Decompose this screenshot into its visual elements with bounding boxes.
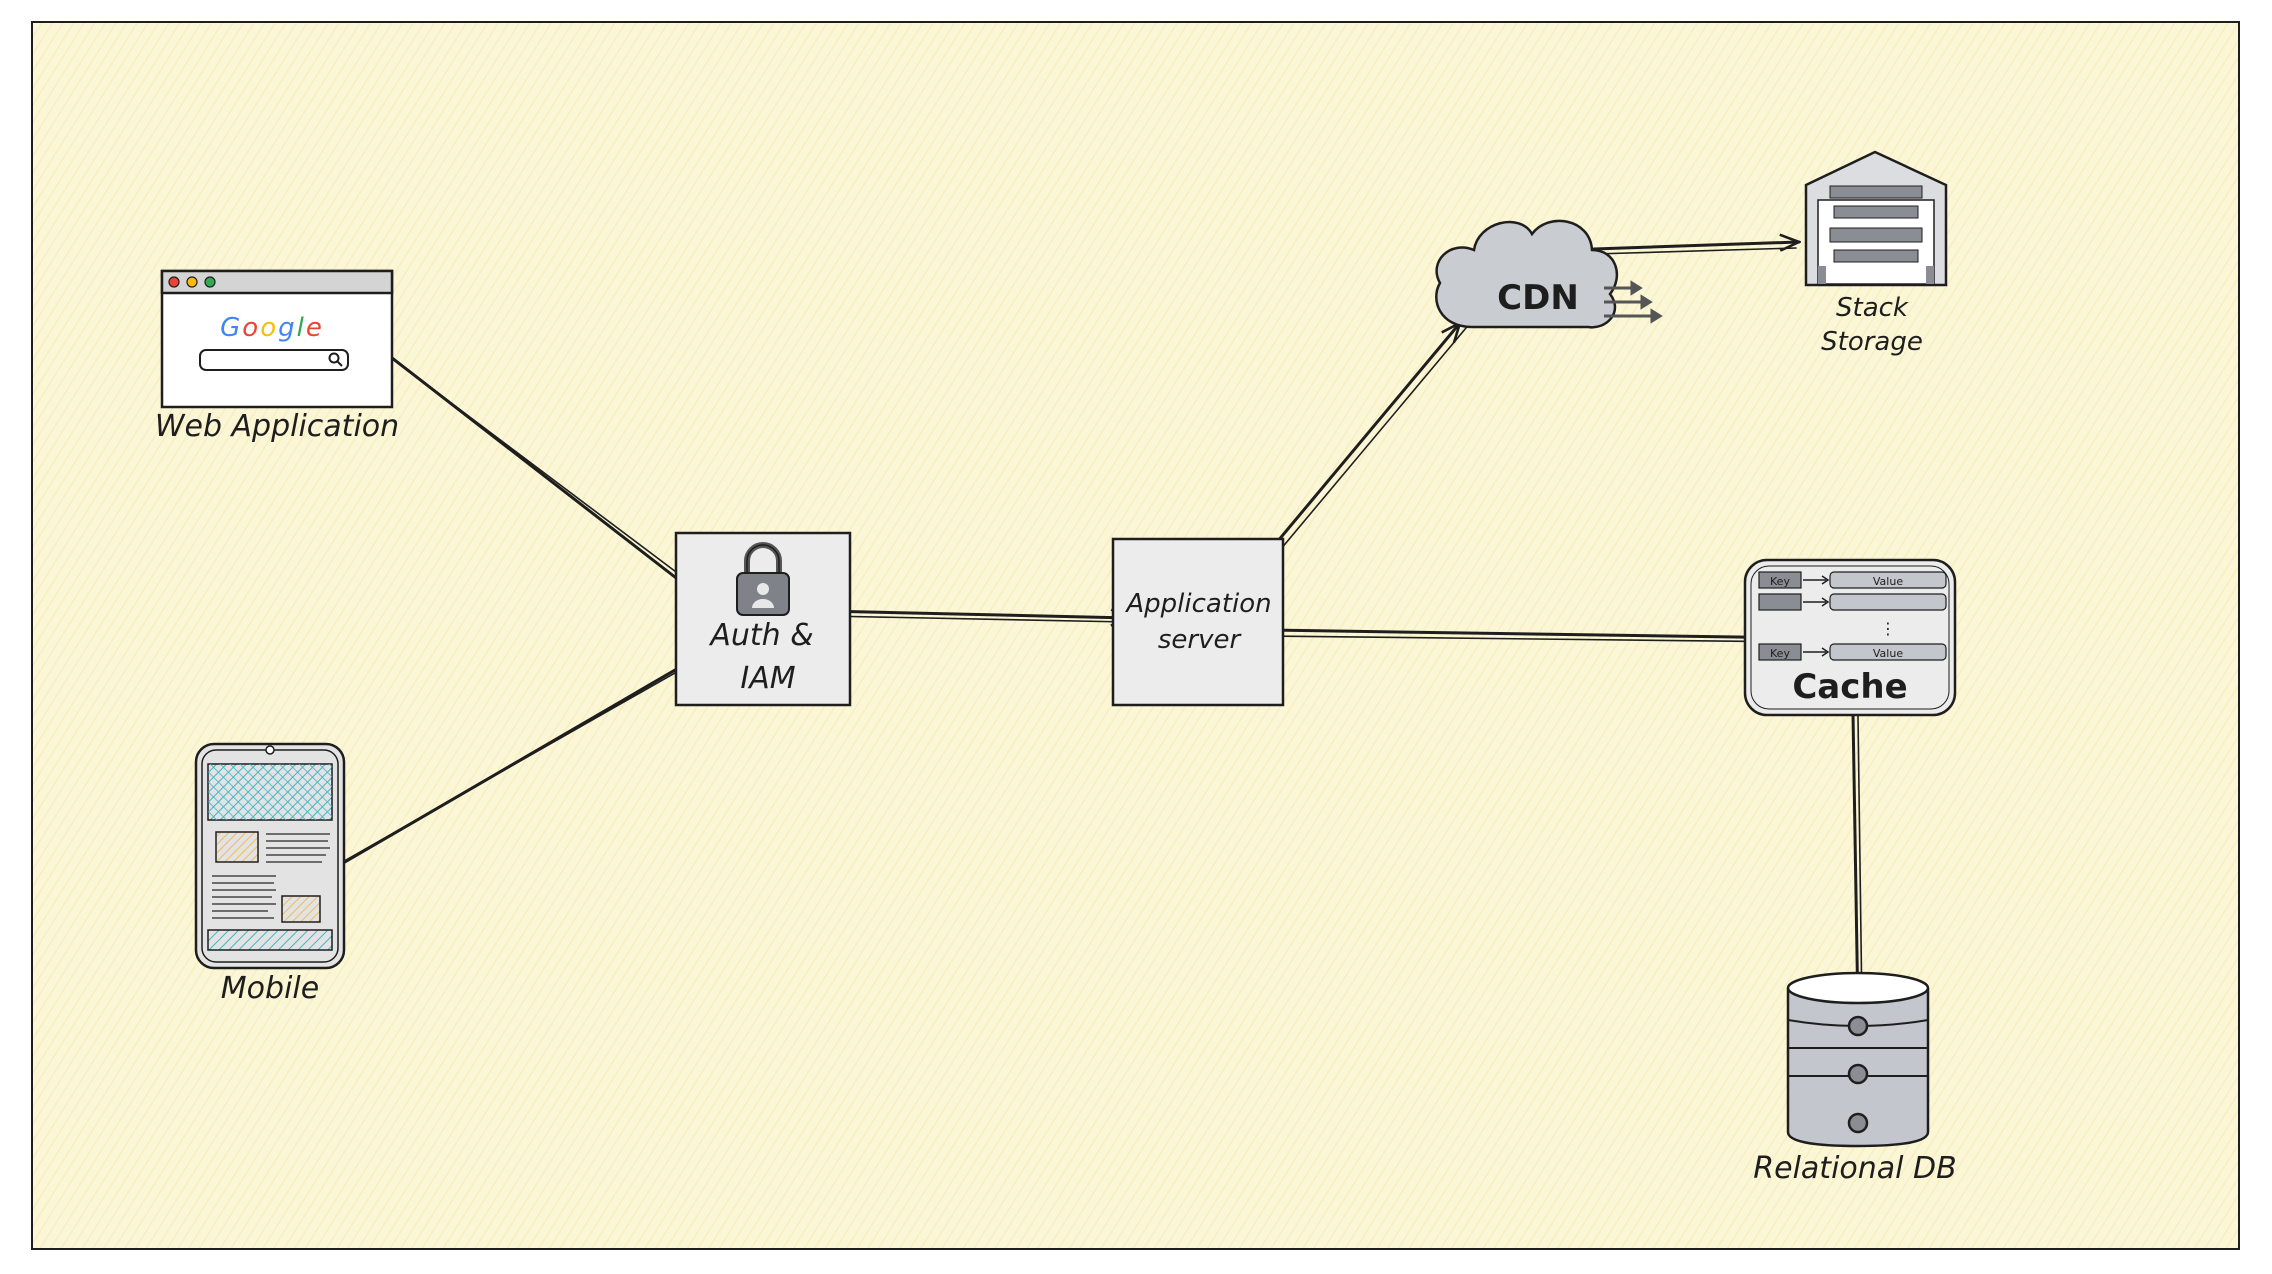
phone-text-block-1: [266, 833, 330, 863]
edge-appserver-to-cache: [1264, 628, 1806, 642]
auth-iam-label-line1: Auth &: [708, 618, 813, 653]
cache-ellipsis: ⋮: [1880, 619, 1896, 638]
stack-storage-label-line2: Storage: [1821, 327, 1923, 357]
browser-close-dot-icon: [168, 276, 180, 288]
edge-web-to-auth: [372, 342, 705, 598]
phone-footer-bar: [207, 929, 333, 951]
application-server-label-line2: server: [1158, 625, 1243, 655]
cache-value-label-1: Value: [1873, 575, 1903, 588]
application-server-box: [1111, 537, 1285, 707]
web-application-label: Web Application: [155, 409, 399, 444]
stack-storage-node[interactable]: Stack Storage: [1804, 150, 1948, 357]
cache-node[interactable]: Key Value ⋮ Key Value Cache: [1743, 558, 1957, 717]
edge-mobile-to-auth: [312, 652, 706, 882]
mobile-node[interactable]: Mobile: [194, 742, 346, 1006]
auth-iam-label-line2: IAM: [740, 661, 795, 696]
cache-row-2: [1758, 593, 1947, 611]
application-server-label-line1: Application: [1124, 589, 1271, 619]
search-icon: [328, 352, 343, 367]
stack-storage-label-line1: Stack: [1836, 293, 1909, 323]
cache-key-label-1: Key: [1770, 575, 1790, 588]
cache-row-3: Key Value: [1758, 643, 1947, 661]
cdn-label: CDN: [1497, 278, 1579, 318]
phone-thumbnail-2: [281, 895, 321, 923]
application-server-node[interactable]: Application server: [1111, 537, 1285, 707]
web-application-node[interactable]: Google Web Application: [155, 269, 399, 444]
phone-camera-icon: [265, 745, 275, 755]
cdn-node[interactable]: CDN: [1435, 219, 1663, 329]
cloud-icon: [1435, 219, 1619, 329]
lock-icon: [736, 542, 790, 616]
edge-auth-to-appserver: [822, 611, 1130, 622]
edge-cache-to-db: [1853, 712, 1862, 1015]
phone-text-block-2: [212, 875, 276, 919]
browser-minimize-dot-icon: [186, 276, 198, 288]
edge-cdn-to-storage: [1592, 242, 1799, 255]
search-box[interactable]: [199, 349, 349, 371]
cache-key-label-3: Key: [1770, 647, 1790, 660]
auth-iam-node[interactable]: Auth & IAM: [674, 531, 852, 707]
cdn-distribution-arrows-icon: [1604, 280, 1663, 324]
cache-value-label-3: Value: [1873, 647, 1903, 660]
browser-titlebar: [160, 269, 394, 295]
edge-appserver-to-cdn: [1260, 323, 1467, 563]
cache-row-1: Key Value: [1758, 571, 1947, 589]
database-icon: [1786, 971, 1930, 1148]
mobile-label: Mobile: [221, 971, 319, 1006]
auth-iam-box: [674, 531, 852, 707]
cache-label: Cache: [1792, 667, 1907, 707]
relational-db-label: Relational DB: [1753, 1151, 1956, 1186]
google-logo: Google: [220, 313, 324, 343]
relational-db-node[interactable]: Relational DB: [1753, 971, 1957, 1186]
phone-thumbnail-1: [215, 831, 259, 863]
browser-maximize-dot-icon: [204, 276, 216, 288]
